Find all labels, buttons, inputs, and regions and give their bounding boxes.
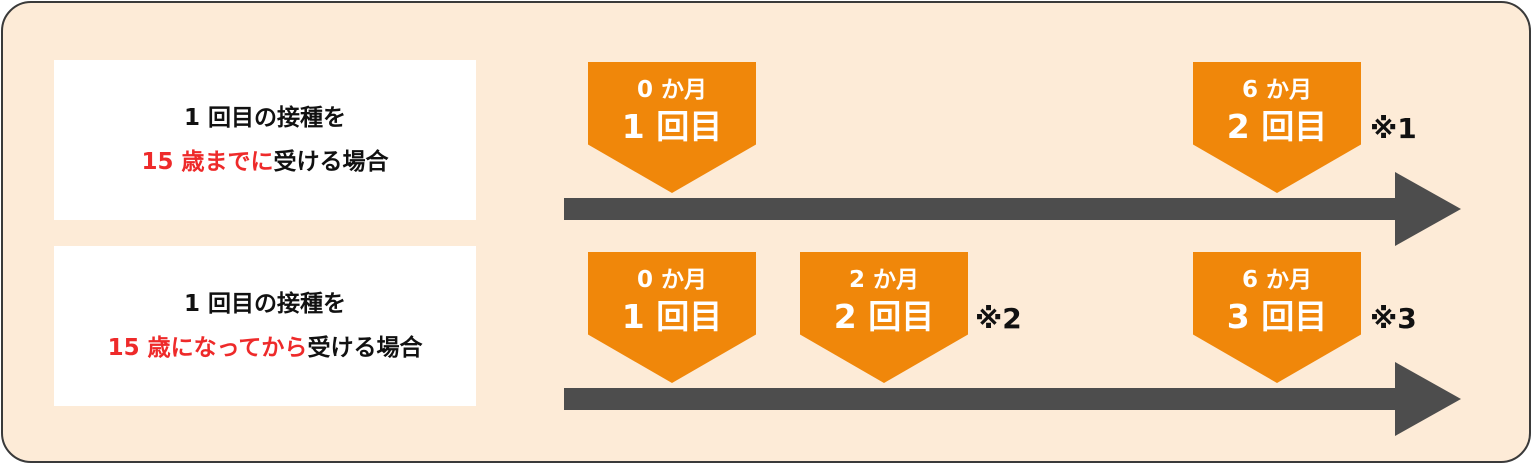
row2-label-rest: 受ける場合 xyxy=(307,335,423,361)
row1-note-1: ※1 xyxy=(1370,112,1417,145)
marker-month: 0 か月 xyxy=(636,267,707,293)
marker-dose: 2 回目 xyxy=(1226,107,1328,146)
row1-label-line1: 1 回目の接種を xyxy=(183,105,346,131)
row2-note-2: ※2 xyxy=(975,302,1022,335)
row1-label: 1 回目の接種を 15 歳までに受ける場合 xyxy=(54,60,476,220)
row2-label: 1 回目の接種を 15 歳になってから受ける場合 xyxy=(54,246,476,406)
row1-label-rest: 受ける場合 xyxy=(273,149,389,175)
row1-label-highlight: 15 歳までに xyxy=(141,149,274,175)
row1-marker-dose2: 6 か月 2 回目 xyxy=(1193,62,1361,193)
row2-label-highlight: 15 歳になってから xyxy=(107,335,308,361)
marker-dose: 3 回目 xyxy=(1226,297,1328,336)
marker-month: 2 か月 xyxy=(848,267,919,293)
row1-timeline-shaft xyxy=(564,198,1398,220)
row2-timeline-shaft xyxy=(564,388,1398,410)
row2-label-line2: 15 歳になってから受ける場合 xyxy=(108,326,423,370)
marker-dose: 1 回目 xyxy=(621,107,723,146)
marker-month: 0 か月 xyxy=(636,77,707,103)
marker-month: 6 か月 xyxy=(1241,77,1312,103)
row2-note-3: ※3 xyxy=(1370,302,1417,335)
row2-label-line1: 1 回目の接種を xyxy=(183,291,346,317)
marker-month: 6 か月 xyxy=(1241,267,1312,293)
marker-dose: 1 回目 xyxy=(621,297,723,336)
marker-dose: 2 回目 xyxy=(833,297,935,336)
row1-label-line2: 15 歳までに受ける場合 xyxy=(141,140,388,184)
